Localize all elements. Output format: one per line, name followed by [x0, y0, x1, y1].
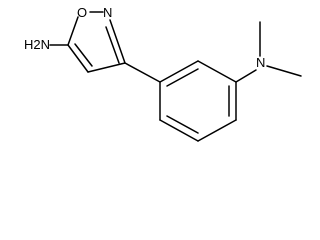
bond-c5-o1 — [67, 16, 79, 46]
bond-phenyl-n — [235, 69, 257, 83]
bond-b2-b3 — [197, 60, 237, 83]
bond-b4-b5 — [197, 119, 237, 142]
bond-b5-b6-inner — [166, 115, 199, 134]
bond-n2-c3-inner — [105, 26, 120, 64]
bond-c3-c4 — [87, 62, 126, 73]
bond-b1-b2 — [159, 60, 199, 83]
amine-group-label: H2N — [24, 37, 50, 52]
dimethylamino-nitrogen-label: N — [256, 55, 265, 70]
bond-b1-b2-inner — [166, 68, 199, 87]
bond-n2-c3 — [109, 19, 126, 64]
bond-c4-c5-inner — [74, 43, 93, 67]
ring-nitrogen-label: N — [103, 5, 112, 20]
bond-c4-c5 — [67, 44, 89, 73]
chemical-structure: H2N O N N — [24, 5, 302, 142]
bond-c3-phenyl — [124, 62, 161, 83]
bond-b5-b6 — [159, 119, 199, 142]
ring-oxygen-label: O — [77, 5, 87, 20]
bond-n-methyl-right — [266, 65, 302, 77]
